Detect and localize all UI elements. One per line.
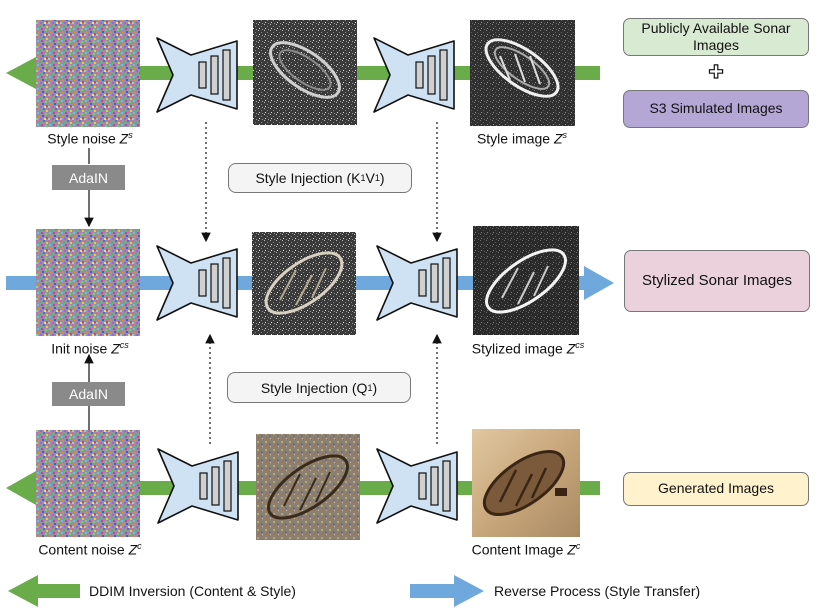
- style-intermediate-image: [253, 20, 357, 125]
- legend-green-label: DDIM Inversion (Content & Style): [89, 583, 296, 599]
- content-image: [472, 429, 580, 537]
- init-noise-label: Init noise Zcs: [51, 340, 129, 357]
- unet-content-left: [157, 448, 239, 524]
- style-noise-label: Style noise Zs: [47, 130, 133, 147]
- stylized-intermediate-image: [252, 232, 356, 335]
- s3-simulated-images-box: S3 Simulated Images: [623, 90, 809, 128]
- stylized-sonar-images-box: Stylized Sonar Images: [624, 250, 810, 312]
- unet-stylized-left: [156, 245, 238, 321]
- generated-images-box: Generated Images: [623, 472, 809, 506]
- legend-blue-arrow: [410, 575, 484, 607]
- legend-blue-label: Reverse Process (Style Transfer): [494, 583, 701, 599]
- legend-green-arrow: [8, 575, 80, 607]
- public-sonar-images-box: Publicly Available Sonar Images: [623, 18, 809, 56]
- content-noise-image: [36, 430, 140, 537]
- stylized-image: [473, 226, 579, 335]
- unet-content-right: [376, 448, 458, 524]
- init-noise-image: [36, 229, 140, 336]
- style-image: [470, 20, 575, 126]
- style-noise-image: [36, 20, 140, 127]
- style-image-label: Style image Zs: [476, 130, 568, 147]
- adain-top-box: AdaIN: [52, 165, 125, 190]
- unet-stylized-right: [376, 245, 458, 321]
- stylized-image-label: Stylized image Zcs: [471, 340, 585, 357]
- plus-icon: ✚: [708, 61, 724, 82]
- unet-style-left: [156, 37, 238, 113]
- adain-bottom-box: AdaIN: [52, 382, 125, 406]
- content-image-label: Content Image Zc: [471, 541, 581, 558]
- content-noise-label: Content noise Zc: [38, 541, 142, 558]
- content-intermediate-image: [256, 434, 360, 540]
- unet-style-right: [373, 37, 455, 113]
